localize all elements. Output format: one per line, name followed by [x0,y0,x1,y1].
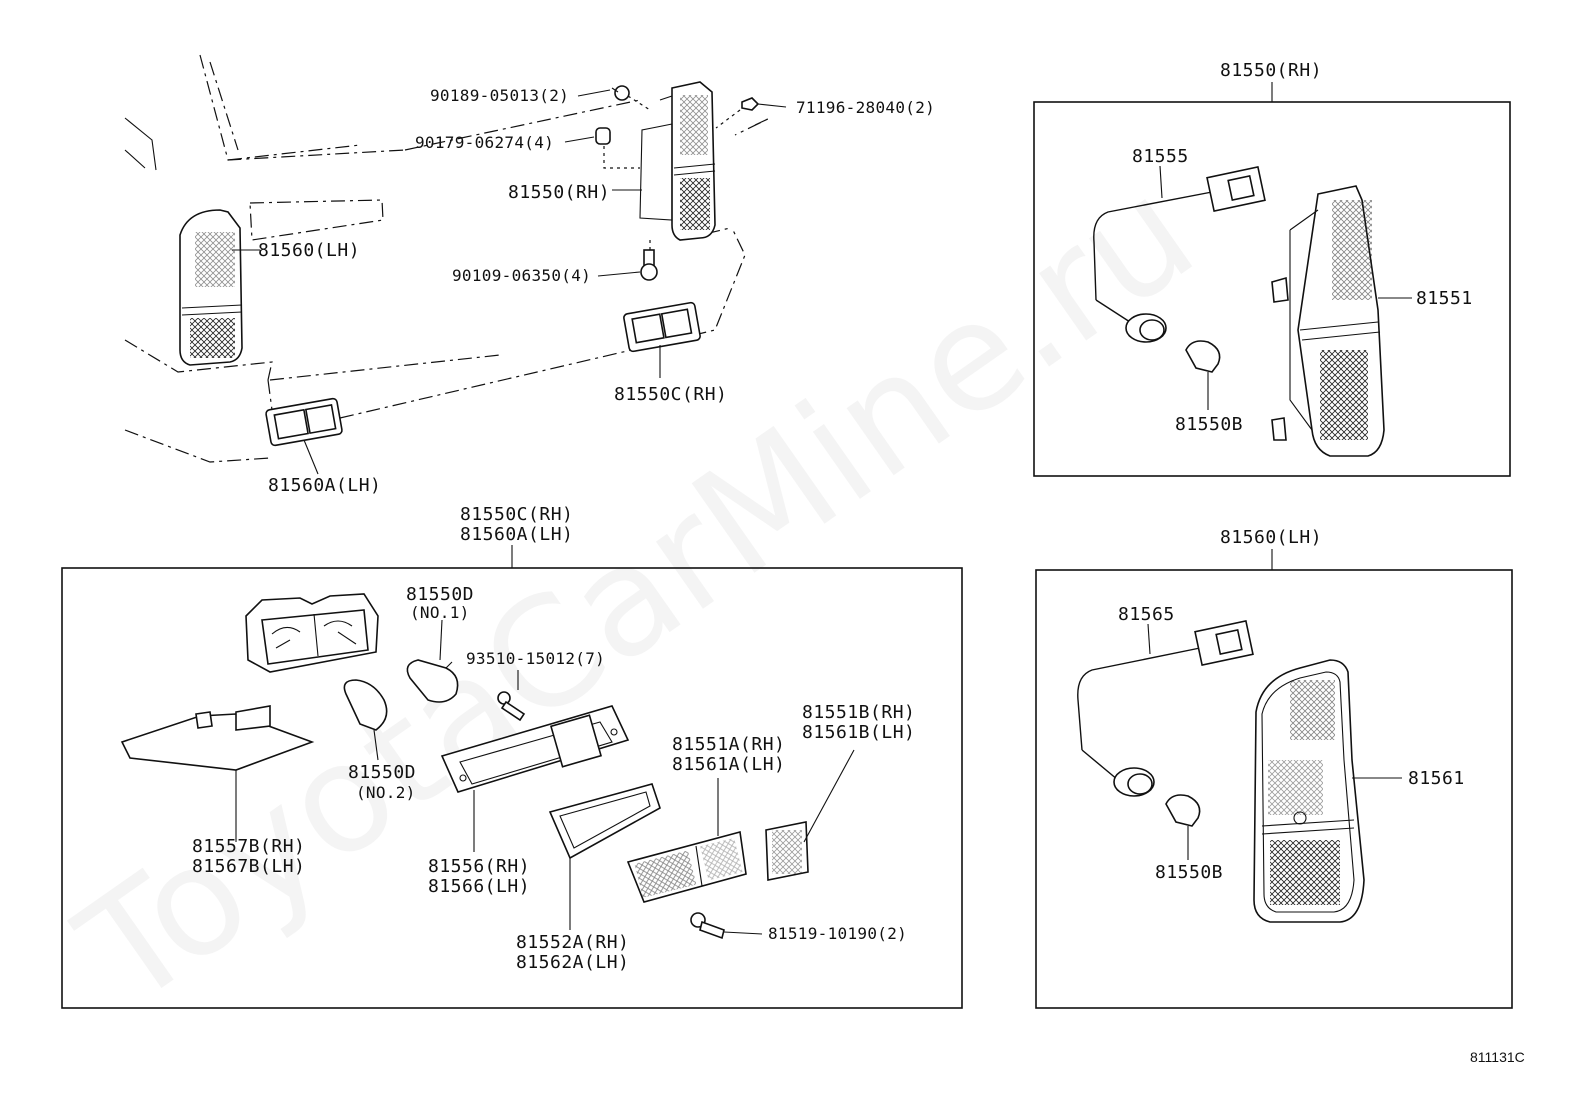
lh-label-bulb: 81550B [1155,862,1223,883]
label-90189: 90189-05013(2) [430,86,569,105]
label-lamp-rh: 81550(RH) [508,182,610,203]
screw-90109 [640,249,658,281]
clip-71196 [741,97,760,111]
side-label-screw-93510: 93510-15012(7) [466,649,605,668]
side-housing [245,593,379,673]
label-90109: 90109-06350(4) [452,266,591,285]
side-label-bulb-no2: 81550D [348,762,416,783]
side-gasket [440,705,630,852]
rh-assembly-box: 81550(RH) 81555 81551 81550B [1033,60,1511,477]
side-box-header-1: 81550C(RH) [460,504,573,525]
lh-box-header: 81560(LH) [1220,527,1322,548]
lh-assembly-box: 81560(LH) 81565 81561 81550B [1035,527,1513,1009]
lh-label-wire: 81565 [1118,604,1175,625]
rh-label-wire: 81555 [1132,146,1189,167]
side-label-gasket-lh: 81566(LH) [428,876,530,897]
label-side-rh: 81550C(RH) [614,384,727,405]
side-label-bulb-no1-note: (NO.1) [410,603,470,622]
rh-label-bulb: 81550B [1175,414,1243,435]
side-label-lens-b-rh: 81551B(RH) [802,702,915,723]
label-71196: 71196-28040(2) [796,98,935,117]
side-pad [548,783,661,930]
side-label-bracket-rh: 81557B(RH) [192,836,305,857]
side-label-lens-a-lh: 81561A(LH) [672,754,785,775]
side-box-header-2: 81560A(LH) [460,524,573,545]
side-lens-a [626,778,747,903]
lh-bulb [1165,794,1201,860]
rh-label-lens: 81551 [1416,288,1473,309]
side-label-bulb-no2-note: (NO.2) [356,783,416,802]
side-marker-box: 81550C(RH) 81560A(LH) [61,504,963,1009]
side-screw-81519 [690,912,763,940]
bolt-90189 [614,85,630,101]
side-label-pad-rh: 81552A(RH) [516,932,629,953]
rh-socket [1125,313,1167,343]
side-bulb-no1 [406,619,459,703]
side-bracket [120,705,315,842]
side-lens-b [765,749,855,881]
side-marker-lh [265,397,343,447]
side-label-pad-lh: 81562A(LH) [516,952,629,973]
side-bulb-no2 [343,679,388,761]
side-label-bracket-lh: 81567B(LH) [192,856,305,877]
rh-bulb [1185,340,1221,410]
label-90179: 90179-06274(4) [415,133,554,152]
label-lamp-lh: 81560(LH) [258,240,360,261]
side-screw-93510 [497,670,526,722]
vehicle-overview: 90189-05013(2) 71196-28040(2) 90179-0627… [124,54,935,496]
side-label-lens-b-lh: 81561B(LH) [802,722,915,743]
side-label-gasket-rh: 81556(RH) [428,856,530,877]
label-side-lh: 81560A(LH) [268,475,381,496]
lh-socket [1113,767,1155,797]
lh-label-lens: 81561 [1408,768,1465,789]
side-label-bulb-no1: 81550D [406,584,474,605]
rh-box-header: 81550(RH) [1220,60,1322,81]
side-marker-rh [623,301,701,353]
nut-90179 [595,127,611,145]
side-label-lens-a-rh: 81551A(RH) [672,734,785,755]
side-label-screw-81519: 81519-10190(2) [768,924,907,943]
figure-code: 811131C [1470,1049,1525,1065]
